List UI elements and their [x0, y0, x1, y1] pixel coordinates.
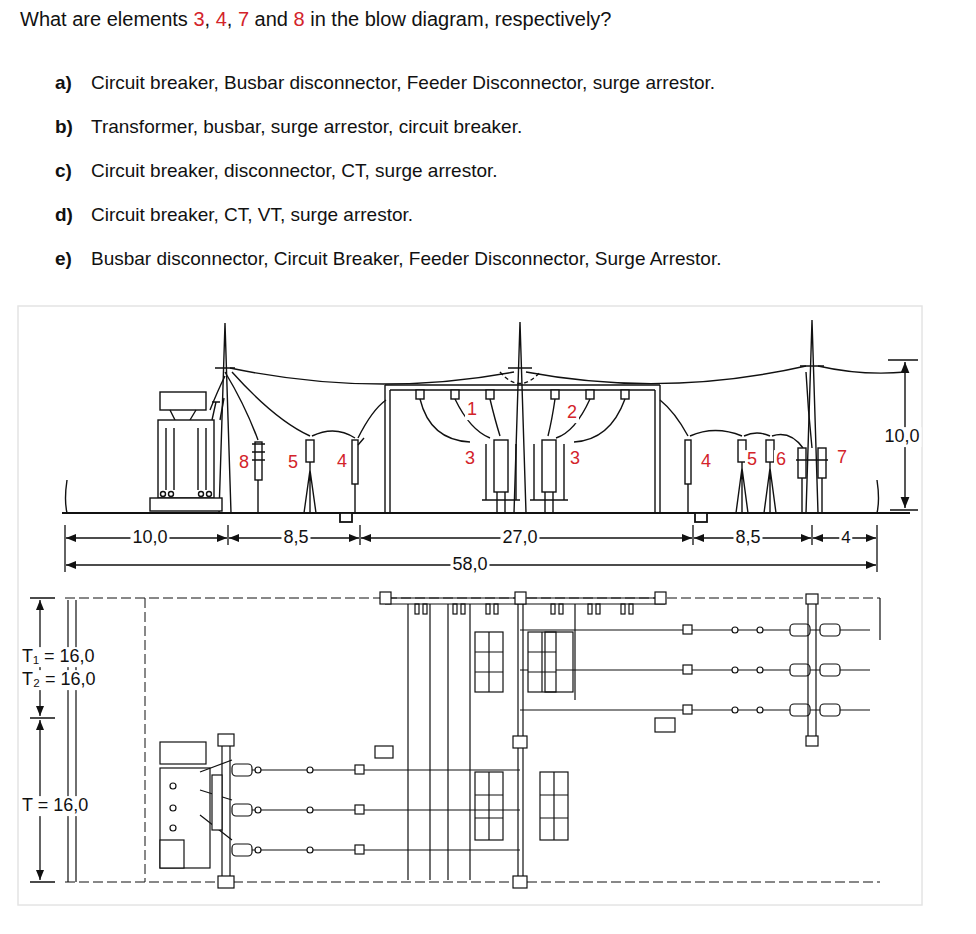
title-part: and [249, 8, 293, 30]
option-letter: d) [55, 205, 73, 226]
dimension-lines [30, 525, 877, 882]
callout-number: 5 [745, 450, 759, 470]
callout-number: 2 [565, 403, 579, 423]
title-part: in the blow diagram, respectively? [305, 8, 612, 30]
callout-number: 3 [568, 449, 582, 469]
dimension-label: 58,0 [450, 555, 489, 575]
title-part: 7 [238, 8, 249, 30]
dimension-label: T₂ = 16,0 [20, 670, 98, 690]
dimension-label: 4 [839, 529, 852, 548]
dimension-label: 10,0 [882, 427, 921, 447]
option-text: Circuit breaker, Busbar disconnector, Fe… [91, 73, 715, 94]
option-text: Circuit breaker, CT, VT, surge arrestor. [91, 205, 413, 226]
callout-number: 7 [835, 448, 849, 468]
dimension-label: 8,5 [281, 528, 310, 548]
callout-number: 3 [463, 449, 477, 469]
plan-view [65, 592, 880, 888]
question-title: What are elements 3, 4, 7 and 8 in the b… [20, 8, 611, 31]
dimension-label: 27,0 [500, 528, 539, 548]
callout-number: 4 [699, 452, 713, 472]
callout-number: 1 [465, 400, 479, 420]
title-part: , [205, 8, 216, 30]
callout-number: 8 [237, 453, 251, 473]
title-part: 4 [216, 8, 227, 30]
dimension-label: 8,5 [733, 528, 762, 548]
callout-number: 5 [286, 453, 300, 473]
elevation-view [62, 320, 918, 522]
option-letter: b) [55, 117, 73, 138]
option-letter: c) [55, 161, 72, 182]
option-text: Busbar disconnector, Circuit Breaker, Fe… [91, 249, 721, 270]
callout-number: 6 [774, 450, 788, 470]
dimension-label: 10,0 [130, 528, 169, 548]
callout-number: 4 [335, 452, 349, 472]
option-text: Transformer, busbar, surge arrestor, cir… [91, 117, 522, 138]
title-part: 3 [193, 8, 204, 30]
option-text: Circuit breaker, disconnector, CT, surge… [91, 161, 498, 182]
dimension-label: T₁ = 16,0 [20, 647, 97, 667]
title-part: 8 [294, 8, 305, 30]
dimension-label: T = 16,0 [20, 796, 90, 816]
title-part: , [227, 8, 238, 30]
drawing-frame [18, 306, 922, 905]
title-part: What are elements [20, 8, 193, 30]
option-letter: a) [55, 73, 72, 94]
option-letter: e) [55, 249, 72, 270]
